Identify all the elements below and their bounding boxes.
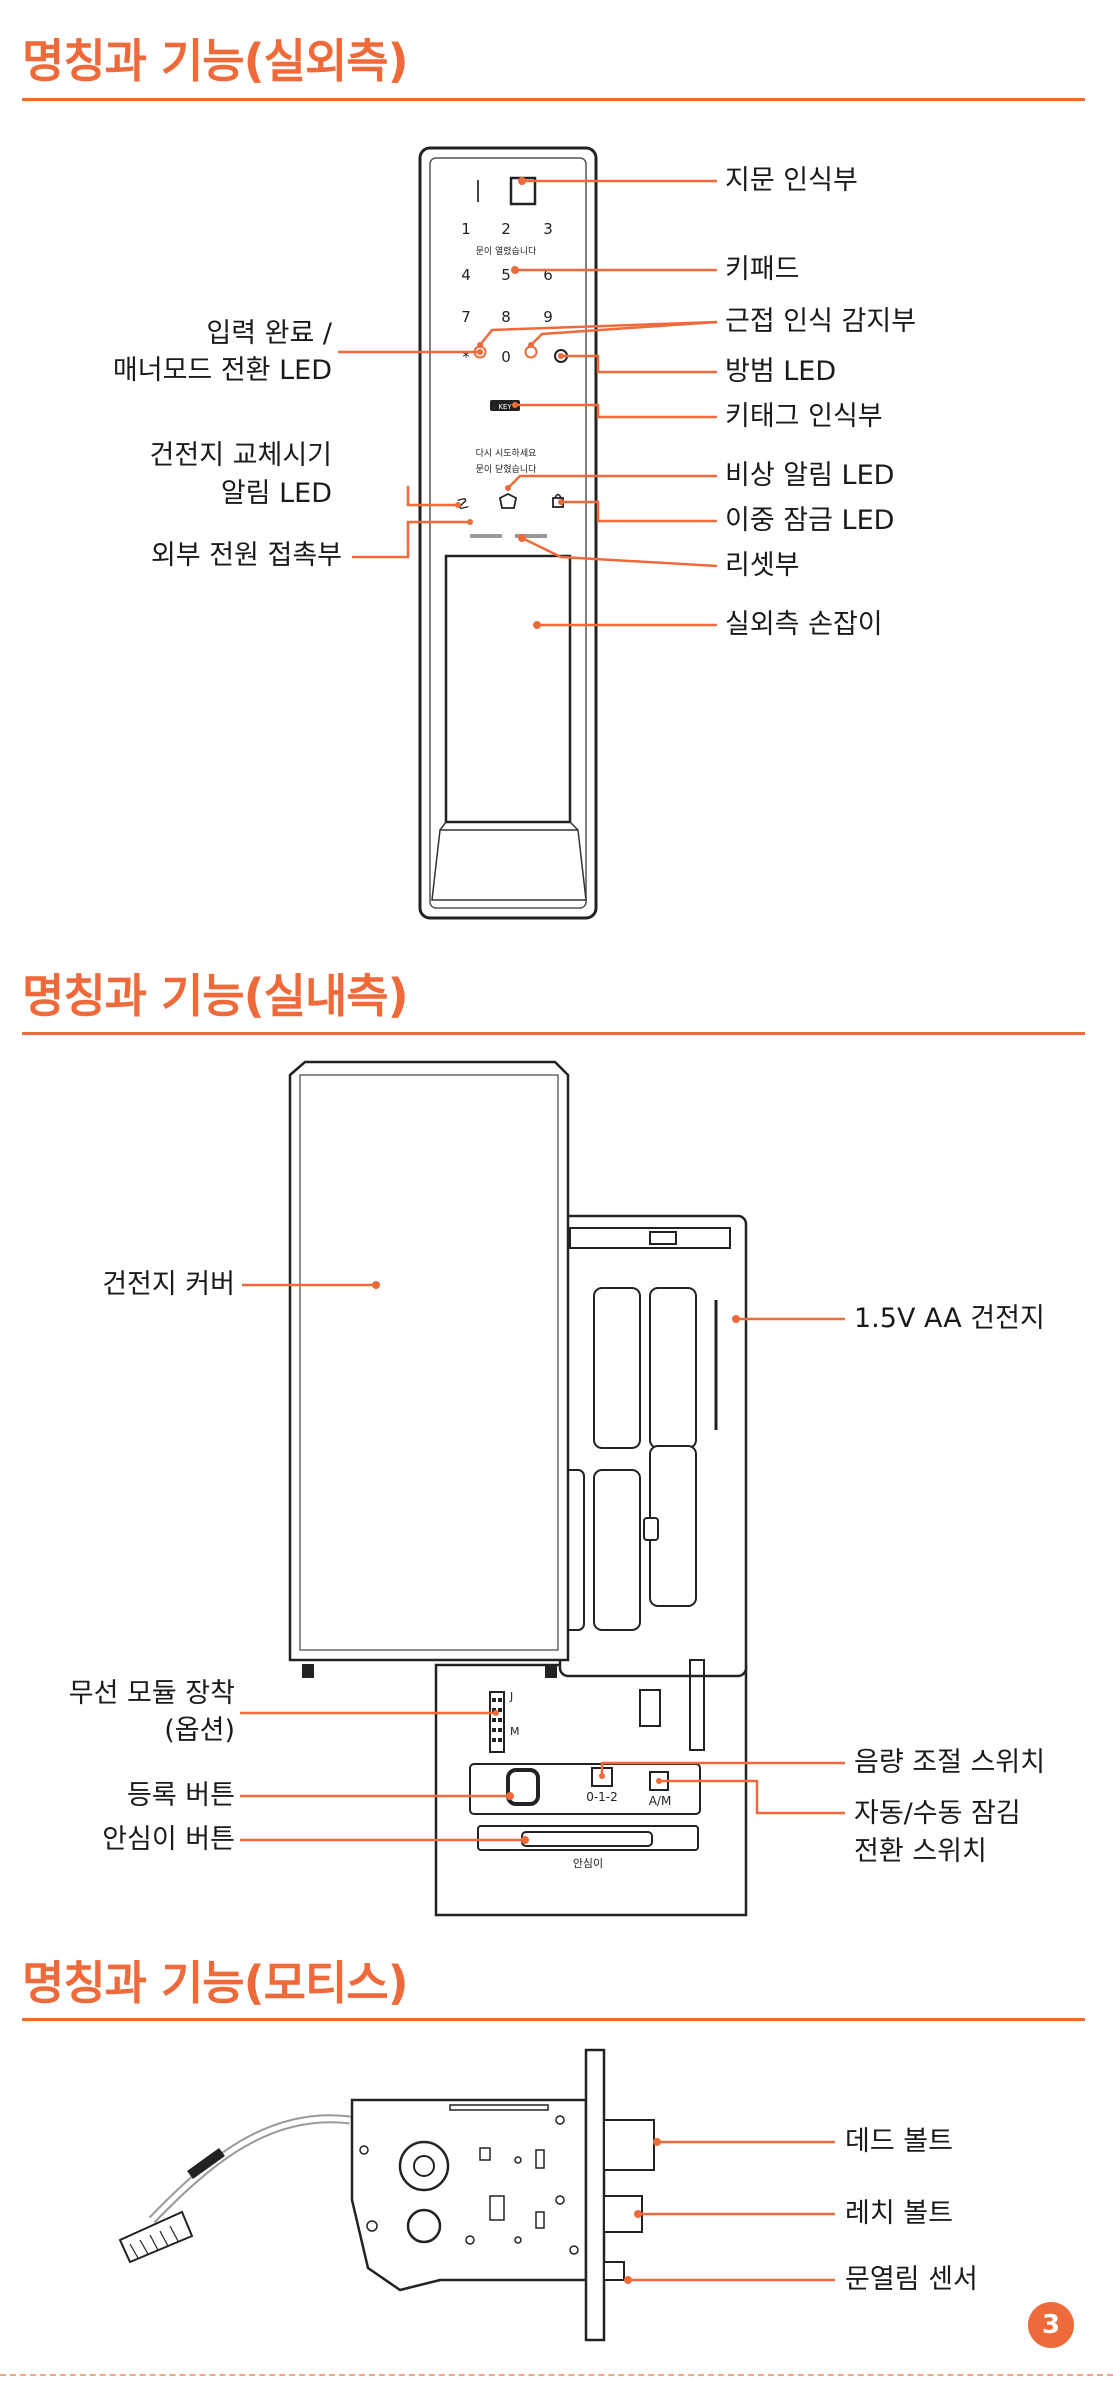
- label-power-contact: 외부 전원 접촉부: [150, 540, 342, 571]
- label-keytag: 키태그 인식부: [725, 401, 883, 432]
- key-7: 7: [461, 308, 471, 326]
- svg-text:☡: ☡: [456, 495, 469, 513]
- label-volume-switch: 음량 조절 스위치: [854, 1747, 1046, 1778]
- auto-manual-switch-label: A/M: [649, 1794, 672, 1808]
- label-fingerprint: 지문 인식부: [725, 165, 858, 196]
- connector-j-label: J: [509, 1690, 513, 1703]
- section-rule-indoor: [22, 1032, 1085, 1035]
- section-title-outdoor: 명칭과 기능(실외측): [22, 34, 409, 88]
- door-closed-msg: 문이 닫혔습니다: [476, 463, 538, 475]
- label-safe-button: 안심이 버튼: [102, 1824, 235, 1855]
- key-star: *: [462, 348, 470, 366]
- label-battery-cover: 건전지 커버: [102, 1269, 235, 1300]
- label-security-led: 방범 LED: [725, 356, 837, 387]
- connector-m-label: M: [510, 1725, 520, 1738]
- key-3: 3: [543, 220, 553, 238]
- label-register-button: 등록 버튼: [127, 1780, 235, 1811]
- volume-scale-label: 0-1-2: [586, 1790, 618, 1804]
- label-dead-bolt: 데드 볼트: [845, 2126, 953, 2157]
- label-door-sensor: 문열림 센서: [845, 2264, 978, 2295]
- safe-button-text: 안심이: [573, 1857, 603, 1870]
- key-9: 9: [543, 308, 553, 326]
- label-battery-line2: 알림 LED: [220, 478, 332, 509]
- key-2: 2: [501, 220, 511, 238]
- key-1: 1: [461, 220, 471, 238]
- retry-msg: 다시 시도하세요: [476, 448, 537, 459]
- label-reset: 리셋부: [725, 550, 800, 581]
- key-5: 5: [501, 266, 511, 284]
- label-aa-batteries: 1.5V AA 건전지: [854, 1303, 1045, 1334]
- section-rule-outdoor: [22, 98, 1085, 101]
- label-keypad: 키패드: [725, 254, 800, 285]
- label-latch-bolt: 레치 볼트: [845, 2198, 953, 2229]
- label-input-done-line2: 매너모드 전환 LED: [112, 355, 332, 386]
- key-4: 4: [461, 266, 471, 284]
- bottom-dashed-rule: [0, 2374, 1113, 2376]
- label-battery-line1: 건전지 교체시기: [149, 440, 332, 471]
- section-title-mortise: 명칭과 기능(모티스): [22, 1956, 409, 2010]
- key-8: 8: [501, 308, 511, 326]
- label-auto-manual-line2: 전환 스위치: [854, 1836, 987, 1867]
- label-emergency-led: 비상 알림 LED: [725, 460, 895, 491]
- label-input-done-line1: 입력 완료 /: [206, 318, 332, 349]
- key-0: 0: [501, 348, 511, 366]
- label-double-lock-led: 이중 잠금 LED: [725, 505, 895, 536]
- label-wireless-line1: 무선 모듈 장착: [68, 1678, 235, 1709]
- label-wireless-line2: (옵션): [164, 1715, 235, 1746]
- section-rule-mortise: [22, 2018, 1085, 2021]
- label-auto-manual-line1: 자동/수동 잠김: [854, 1798, 1021, 1829]
- label-handle: 실외측 손잡이: [725, 609, 883, 640]
- door-open-msg: 문이 열렸습니다: [476, 245, 538, 257]
- label-proximity: 근접 인식 감지부: [725, 306, 917, 337]
- key-6: 6: [543, 266, 553, 284]
- key-tag-text: KEY: [498, 403, 512, 411]
- section-title-indoor: 명칭과 기능(실내측): [22, 969, 409, 1023]
- page-number-badge: 3: [1028, 2302, 1074, 2348]
